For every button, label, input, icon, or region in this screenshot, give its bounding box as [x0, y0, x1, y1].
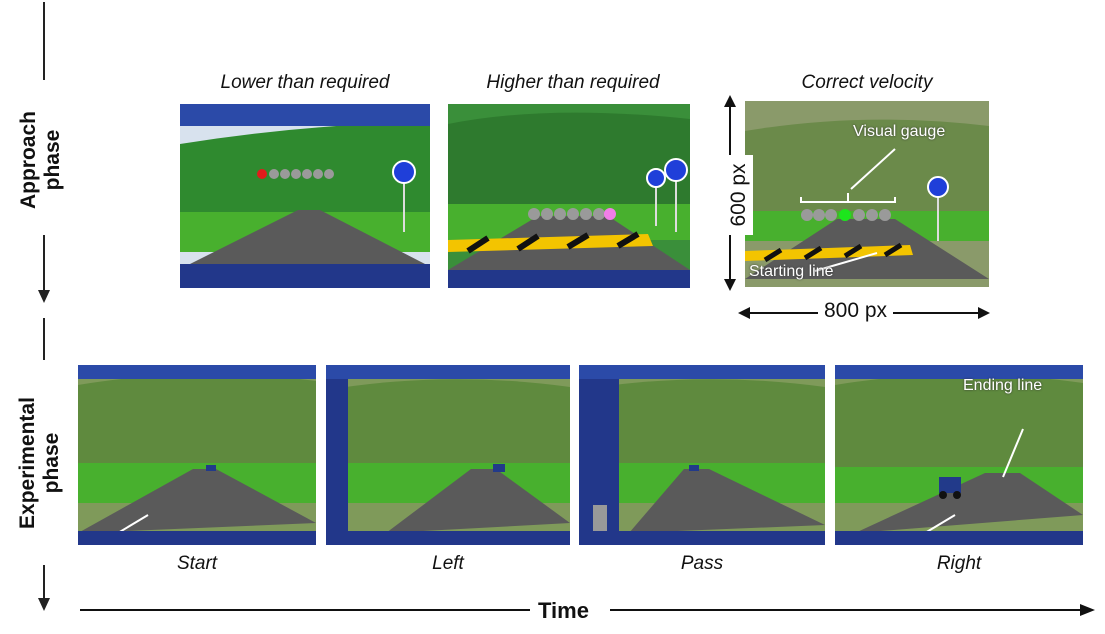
panel-correct-velocity: Visual gauge Starting line — [745, 101, 989, 287]
panel-right: Ending line — [835, 365, 1083, 545]
visual-gauge-label: Visual gauge — [853, 123, 946, 140]
caption-lower: Lower than required — [220, 72, 390, 93]
experimental-phase-label: Experimental phase — [16, 397, 63, 529]
height-arrowhead-bottom — [724, 279, 736, 291]
width-arrowhead-right — [978, 307, 990, 319]
panel-start — [78, 365, 316, 545]
caption-right: Right — [936, 553, 982, 574]
starting-line-label: Starting line — [749, 263, 834, 280]
width-arrowhead-left — [738, 307, 750, 319]
panel-lower-than-required — [180, 104, 430, 288]
caption-higher: Higher than required — [486, 72, 660, 93]
dimension-arrows — [724, 95, 990, 319]
phase-arrows — [38, 2, 50, 611]
height-arrowhead-top — [724, 95, 736, 107]
height-dimension-label: 600 px — [727, 155, 753, 235]
panel-higher-than-required — [448, 104, 690, 288]
panel-pass — [579, 365, 825, 545]
ending-line-label: Ending line — [963, 377, 1043, 394]
experimental-arrowhead — [38, 598, 50, 611]
approach-phase-label: Approach phase — [17, 111, 64, 210]
caption-left: Left — [432, 553, 464, 574]
time-axis-arrowhead — [1080, 604, 1095, 616]
caption-pass: Pass — [680, 553, 724, 574]
caption-start: Start — [176, 553, 218, 574]
caption-correct: Correct velocity — [801, 72, 933, 93]
panel-left — [326, 365, 570, 545]
width-dimension-label: 800 px — [818, 299, 894, 323]
time-axis-label: Time — [538, 598, 589, 623]
time-axis — [80, 604, 1095, 616]
approach-arrowhead — [38, 290, 50, 303]
